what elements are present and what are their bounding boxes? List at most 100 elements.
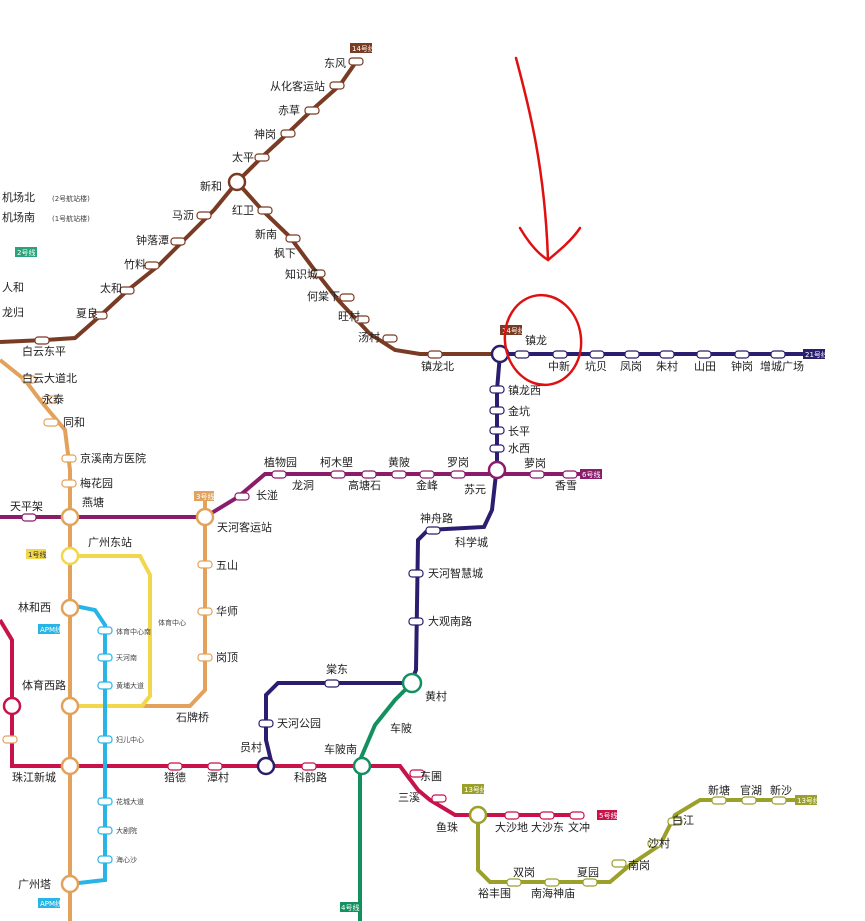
station-chebei[interactable]: 车陂 xyxy=(390,721,412,735)
station-zhucun[interactable]: 朱村 xyxy=(656,359,678,373)
station-longdong[interactable]: 龙洞 xyxy=(292,479,314,492)
station-zhongluotan[interactable]: 钟落潭 xyxy=(136,233,169,247)
station-xinsha[interactable]: 新沙 xyxy=(770,783,792,797)
station-guanhu[interactable]: 官湖 xyxy=(740,783,762,797)
station-zidong[interactable]: 棠东 xyxy=(326,663,348,676)
station-pazhou[interactable]: 潭村 xyxy=(207,770,229,784)
station-shantian[interactable]: 山田 xyxy=(694,360,716,373)
station-jinfeng[interactable]: 金峰 xyxy=(416,478,438,492)
station-shengang[interactable]: 神岗 xyxy=(254,127,276,141)
station-shuangang[interactable]: 双岗 xyxy=(513,866,535,879)
station-apm4[interactable]: 妇儿中心 xyxy=(116,735,144,744)
station-dashadi[interactable]: 大沙地 xyxy=(495,820,528,834)
station-zhongxin[interactable]: 中新 xyxy=(548,359,570,373)
station-tianhezhihui[interactable]: 天河智慧城 xyxy=(428,566,483,580)
station-apm2[interactable]: 天河南 xyxy=(116,653,137,662)
station-nangang[interactable]: 南岗 xyxy=(628,859,650,872)
station-guangzhouta[interactable]: 广州塔 xyxy=(18,878,51,891)
station-huangpi[interactable]: 黄陂 xyxy=(388,455,410,469)
station-apm7[interactable]: 海心沙 xyxy=(116,855,137,864)
station-gangding[interactable]: 岗顶 xyxy=(216,651,238,664)
station-xinnan[interactable]: 新南 xyxy=(255,227,277,241)
station-nanhaishen[interactable]: 南海神庙 xyxy=(531,886,575,900)
station-apm6[interactable]: 大剧院 xyxy=(116,826,137,835)
station-jingtai[interactable]: 京溪南方医院 xyxy=(80,451,146,465)
station-luogang[interactable]: 萝岗 xyxy=(524,457,546,470)
station-luoyuan[interactable]: 罗岗 xyxy=(447,456,469,469)
station-liede[interactable]: 猎德 xyxy=(164,770,186,784)
station-xiayuan[interactable]: 夏园 xyxy=(577,866,599,879)
station-huangcun[interactable]: 黄村 xyxy=(425,689,447,703)
station-renhe[interactable]: 人和 xyxy=(2,281,24,294)
station-dashadong[interactable]: 大沙东 xyxy=(531,820,564,834)
station-hongwei[interactable]: 红卫 xyxy=(232,204,254,217)
station-zhiwuyuan[interactable]: 植物园 xyxy=(264,455,297,469)
station-suyuan[interactable]: 苏元 xyxy=(464,483,486,496)
station-zhenlong[interactable]: 镇龙 xyxy=(525,333,547,347)
station-tiyuzhongxin-apm[interactable]: 体育中心 xyxy=(158,618,186,627)
station-daguannan[interactable]: 大观南路 xyxy=(428,614,472,628)
station-fenggang[interactable]: 凤岗 xyxy=(620,360,642,373)
station-zengcheng[interactable]: 增城广场 xyxy=(760,359,804,373)
station-zhujiang[interactable]: 珠江新城 xyxy=(12,770,56,784)
station-sanxi[interactable]: 三溪 xyxy=(398,791,420,804)
station-tianpingjia[interactable]: 天平架 xyxy=(10,500,43,513)
station-chebeinan[interactable]: 车陂南 xyxy=(324,742,357,756)
station-tiyuxilu[interactable]: 体育西路 xyxy=(22,678,66,692)
station-baiyundongping[interactable]: 白云东平 xyxy=(22,344,66,358)
station-changban[interactable]: 长湴 xyxy=(256,488,278,502)
station-baiyundadao[interactable]: 白云大道北 xyxy=(22,371,77,385)
station-tianhekeyun[interactable]: 天河客运站 xyxy=(217,520,272,534)
station-longgui[interactable]: 龙归 xyxy=(2,305,24,319)
station-jinkeng[interactable]: 金坑 xyxy=(508,404,530,418)
station-zhonggang[interactable]: 钟岗 xyxy=(731,359,753,373)
station-yongtai[interactable]: 永泰 xyxy=(42,392,64,406)
station-meihuayuan[interactable]: 梅花园 xyxy=(80,476,113,490)
station-apm5[interactable]: 花城大道 xyxy=(116,797,144,806)
station-kemulang[interactable]: 柯木塱 xyxy=(320,455,353,469)
station-wushan[interactable]: 五山 xyxy=(216,559,238,572)
station-zhishicheng[interactable]: 知识城 xyxy=(285,267,318,281)
station-tonghe[interactable]: 同和 xyxy=(63,416,85,429)
station-shipaiqiao[interactable]: 石牌桥 xyxy=(176,710,209,724)
station-gaotangshi[interactable]: 高塘石 xyxy=(348,478,381,492)
station-tangcun[interactable]: 汤村 xyxy=(358,330,380,344)
station-xintang[interactable]: 新塘 xyxy=(708,783,730,797)
station-hedongxia[interactable]: 何棠下 xyxy=(307,290,340,303)
station-yujiang[interactable]: 裕丰围 xyxy=(478,887,511,900)
station-zhenlongxi[interactable]: 镇龙西 xyxy=(508,383,541,397)
station-maling[interactable]: 马沥 xyxy=(172,209,194,222)
station-apm3[interactable]: 黄埔大道 xyxy=(116,681,144,690)
station-gzdong[interactable]: 广州东站 xyxy=(88,535,132,549)
station-huashi[interactable]: 华师 xyxy=(216,604,238,618)
station-airport-n[interactable]: 机场北 xyxy=(2,190,35,204)
station-dongfeng[interactable]: 东风 xyxy=(324,57,346,70)
station-conghua[interactable]: 从化客运站 xyxy=(270,79,325,93)
station-fengxia[interactable]: 枫下 xyxy=(274,246,296,260)
station-xialiang[interactable]: 夏良 xyxy=(76,306,98,320)
station-xiangxue[interactable]: 香雪 xyxy=(555,479,577,492)
station-zhenlongbei[interactable]: 镇龙北 xyxy=(421,359,454,373)
station-xinhe[interactable]: 新和 xyxy=(200,179,222,193)
station-kengbei[interactable]: 坑贝 xyxy=(585,359,607,373)
station-wenchong[interactable]: 文冲 xyxy=(568,820,590,834)
station-zhuliao[interactable]: 竹料 xyxy=(124,257,146,271)
station-shacun[interactable]: 沙村 xyxy=(648,836,670,850)
station-tianhegongyuan[interactable]: 天河公园 xyxy=(277,717,321,730)
station-chicao[interactable]: 赤草 xyxy=(278,104,300,117)
station-kecun[interactable]: 科韵路 xyxy=(294,770,327,784)
station-baijiang[interactable]: 白江 xyxy=(672,813,694,827)
station-yuancun[interactable]: 员村 xyxy=(240,740,262,754)
station-airport-s[interactable]: 机场南 xyxy=(2,210,35,224)
station-taiping[interactable]: 太平 xyxy=(232,151,254,164)
station-shuixi[interactable]: 水西 xyxy=(508,442,530,455)
station-apm1[interactable]: 体育中心南 xyxy=(116,627,151,636)
station-dongpu[interactable]: 东圃 xyxy=(420,770,442,783)
station-taihe[interactable]: 太和 xyxy=(100,282,122,295)
station-wangcun[interactable]: 旺村 xyxy=(338,309,360,323)
station-kexuecheng[interactable]: 科学城 xyxy=(455,535,488,549)
station-linhexi[interactable]: 林和西 xyxy=(18,600,51,614)
station-changping[interactable]: 长平 xyxy=(508,425,530,438)
station-yantang[interactable]: 燕塘 xyxy=(82,495,104,509)
station-shenzhouroad[interactable]: 神舟路 xyxy=(420,511,453,525)
